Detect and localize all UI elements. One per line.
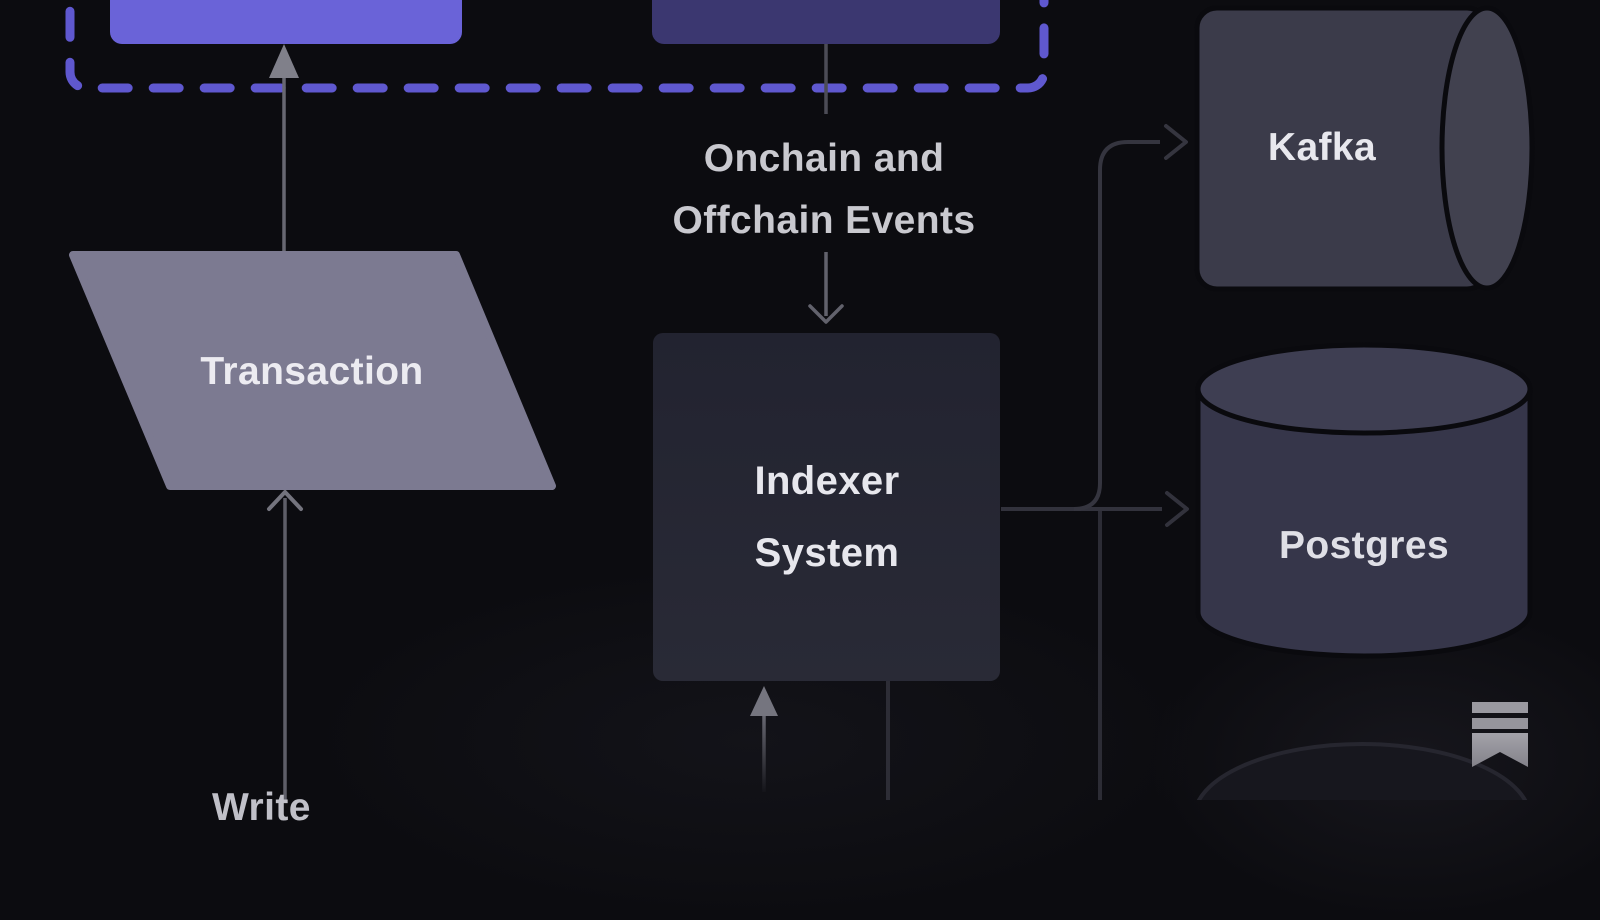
postgres-cylinder — [1195, 342, 1533, 659]
arrow-write-to-transaction-head — [267, 490, 303, 511]
architecture-diagram: Onchain and Offchain Events Transaction … — [65, 0, 1600, 920]
write-edge-label-partial: Write — [212, 786, 311, 829]
arrow-indexer-to-postgres-head — [1165, 491, 1189, 527]
postgres-label: Postgres — [1278, 524, 1450, 567]
postgres-cylinder-body — [1195, 389, 1533, 659]
transaction-shape — [69, 251, 556, 490]
kafka-cylinder — [1194, 5, 1535, 292]
substack-logo-bar — [1472, 718, 1528, 729]
kafka-label: Kafka — [1267, 126, 1377, 169]
events-edge-label: Onchain and Offchain Events — [672, 137, 976, 242]
substack-logo-bar — [1472, 702, 1528, 713]
arrow-branch-to-kafka-head — [1164, 124, 1188, 160]
substack-logo — [1472, 702, 1528, 767]
substack-logo-bookmark — [1472, 733, 1528, 767]
diagram-canvas — [65, 0, 1535, 800]
transaction-label: Transaction — [200, 350, 424, 393]
kafka-cylinder-cap — [1439, 5, 1535, 291]
arrow-transaction-to-service-head — [269, 44, 299, 78]
indexer-system-label: Indexer System — [754, 459, 900, 575]
indexer-system-box — [653, 333, 1000, 681]
service-box-left — [110, 0, 462, 44]
partial-cylinder — [1196, 742, 1528, 800]
postgres-cylinder-top — [1195, 342, 1533, 436]
arrow-branch-to-kafka-line — [1073, 140, 1160, 511]
arrow-events-to-indexer-head — [808, 304, 844, 324]
dashed-group-border — [65, 0, 1049, 93]
arrow-into-indexer-bottom-head — [750, 686, 778, 716]
service-box-right — [652, 0, 1000, 44]
